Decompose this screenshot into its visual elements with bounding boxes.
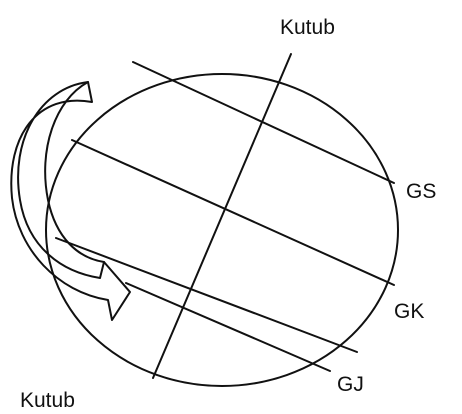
gk-label: GK xyxy=(394,300,424,323)
parallel-line-top xyxy=(133,62,394,183)
top-pole-label: Kutub xyxy=(280,16,335,39)
rotation-arrow-icon xyxy=(11,82,130,320)
globe-outline xyxy=(46,74,398,386)
parallel-line-gj xyxy=(126,283,330,371)
gs-label: GS xyxy=(406,180,436,203)
bottom-pole-label: Kutub xyxy=(20,389,75,412)
gj-label: GJ xyxy=(337,373,364,396)
rotation-arrow-inner-line xyxy=(45,82,104,262)
